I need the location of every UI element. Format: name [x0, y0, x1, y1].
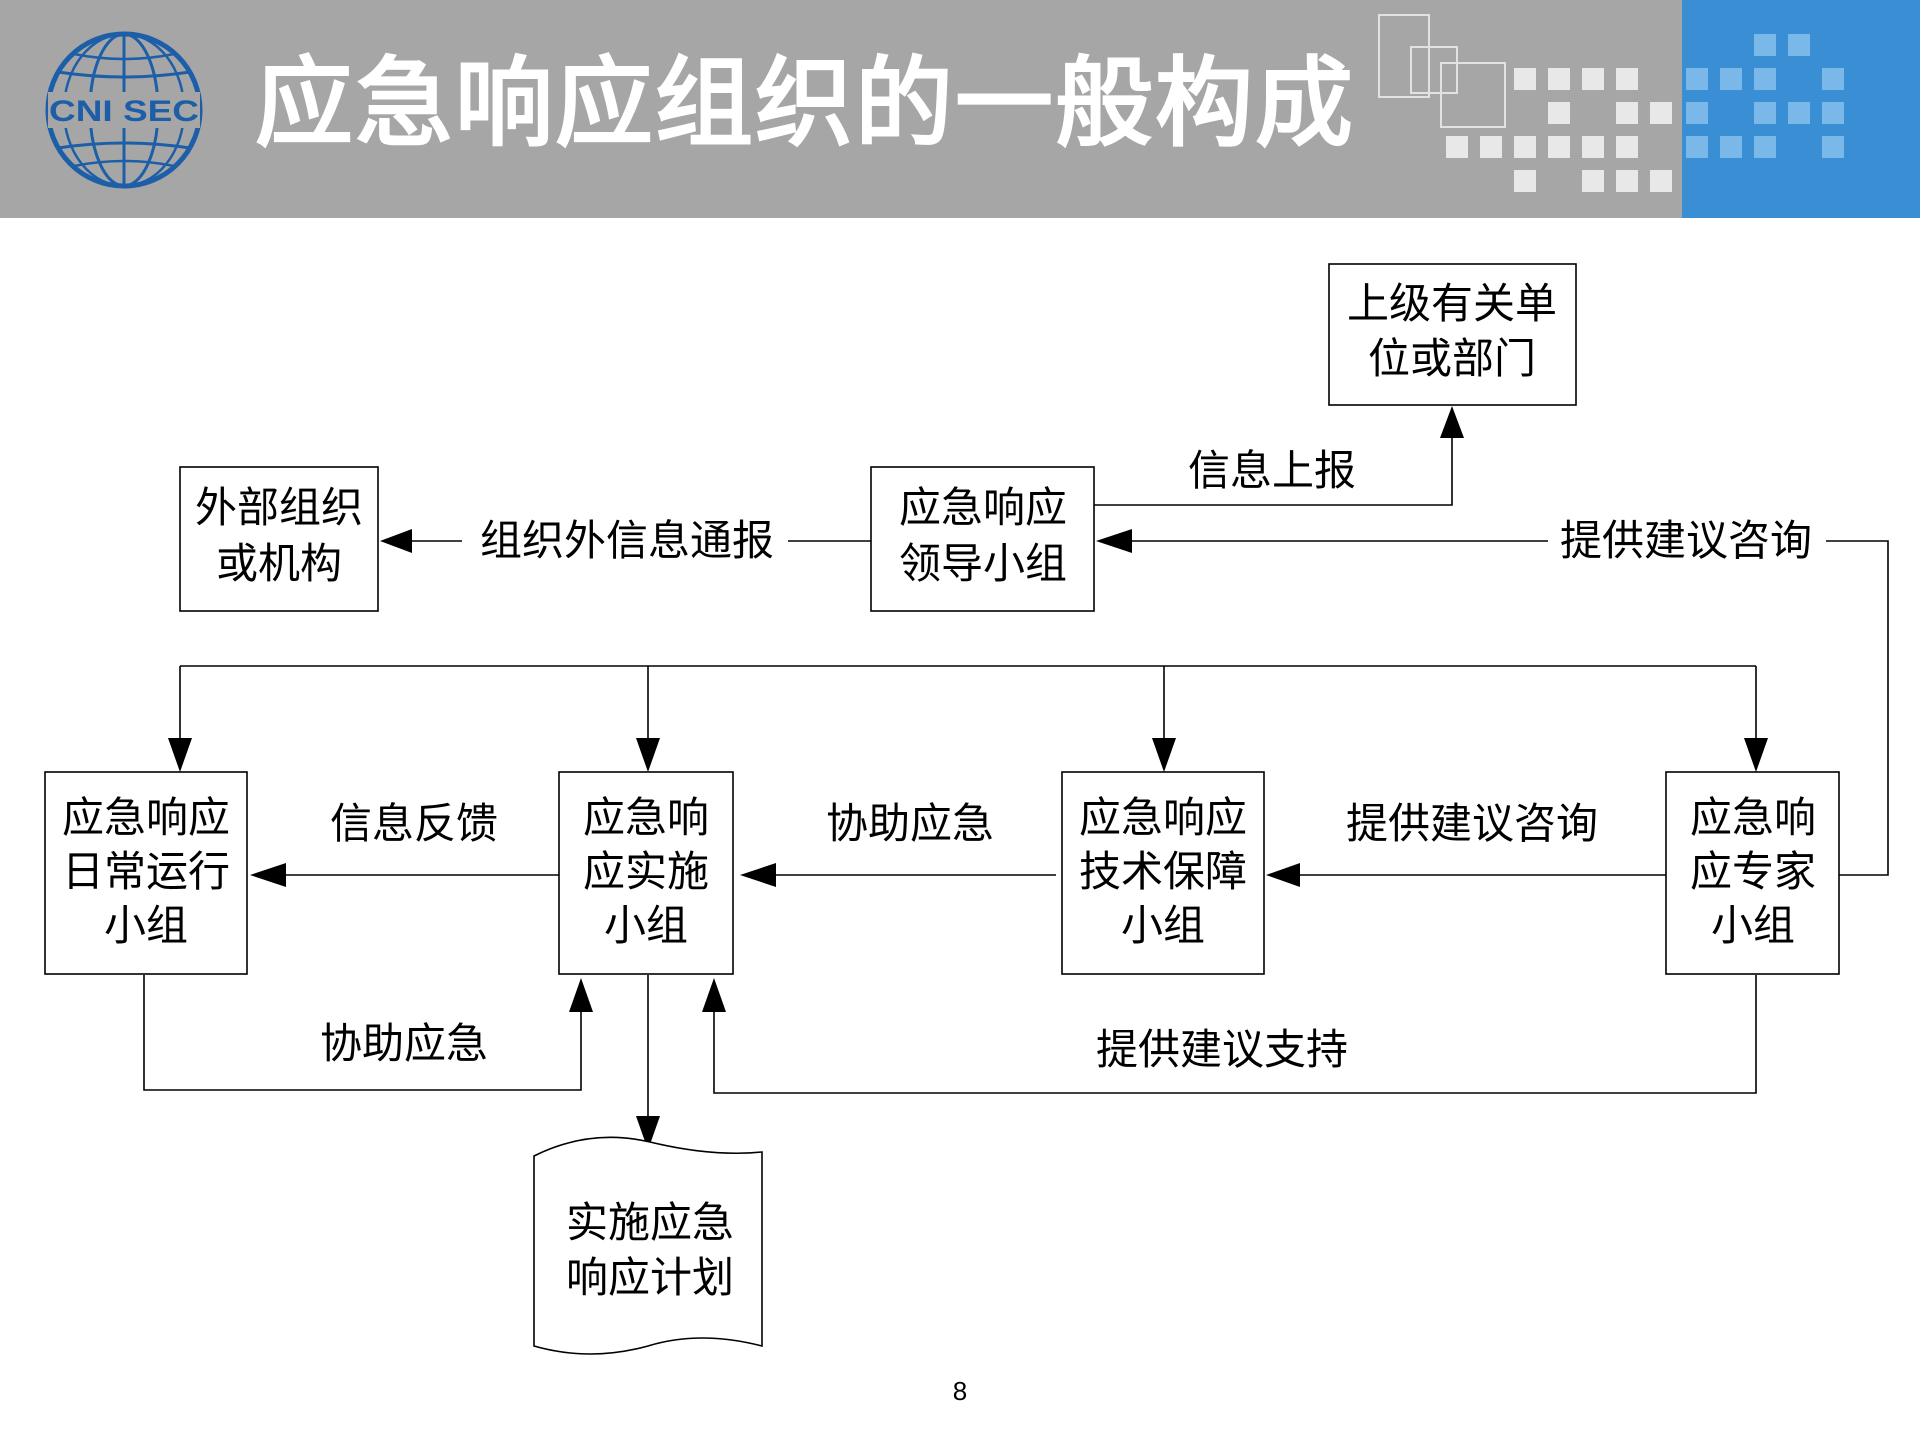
deco-square — [1582, 170, 1604, 192]
node-implement-line-2: 应实施 — [583, 847, 709, 896]
node-external-line-2: 或机构 — [216, 539, 342, 588]
edge-label-advice-tech: 提供建议咨询 — [1346, 799, 1598, 848]
arrowhead — [702, 978, 726, 1012]
node-implement-line-3: 小组 — [604, 901, 688, 950]
deco-outline-square — [1378, 14, 1430, 98]
node-tech-line-3: 小组 — [1121, 901, 1205, 950]
deco-square — [1514, 68, 1536, 90]
deco-square — [1686, 136, 1708, 158]
deco-square — [1446, 136, 1468, 158]
slide-header: CNI SEC 应急响应组织的一般构成 — [0, 0, 1920, 218]
deco-square — [1686, 102, 1708, 124]
deco-square — [1514, 170, 1536, 192]
deco-square — [1582, 136, 1604, 158]
arrowhead — [1744, 738, 1768, 772]
deco-square — [1548, 136, 1570, 158]
deco-square — [1686, 68, 1708, 90]
arrowhead — [636, 1116, 660, 1150]
deco-square — [1548, 102, 1570, 124]
arrowhead — [740, 863, 776, 887]
deco-outline-square — [1440, 62, 1506, 128]
node-expert-line-2: 应专家 — [1690, 847, 1816, 896]
deco-outline-square — [1410, 46, 1458, 94]
cni-sec-logo: CNI SEC — [45, 31, 203, 189]
node-daily-line-1: 应急响应 — [62, 793, 230, 842]
arrowhead — [569, 978, 593, 1012]
node-expert-line-3: 小组 — [1711, 901, 1795, 950]
node-leader-line-1: 应急响应 — [899, 483, 1067, 532]
node-superior: 上级有关单 位或部门 — [1328, 263, 1577, 406]
deco-square — [1754, 34, 1776, 56]
deco-square — [1754, 136, 1776, 158]
deco-square — [1720, 136, 1742, 158]
node-daily: 应急响应 日常运行 小组 — [44, 771, 248, 975]
deco-square — [1822, 102, 1844, 124]
deco-square — [1616, 68, 1638, 90]
connector-daily-assist — [143, 975, 582, 1091]
arrowhead — [380, 529, 412, 553]
edge-label-report-up: 信息上报 — [1188, 446, 1356, 495]
deco-square — [1514, 136, 1536, 158]
deco-square — [1822, 68, 1844, 90]
logo-text: CNI SEC — [49, 95, 199, 128]
arrowhead — [250, 863, 286, 887]
arrowheads — [168, 406, 1768, 1150]
node-superior-line-1: 上级有关单 — [1347, 279, 1557, 328]
arrowhead — [1096, 529, 1132, 553]
edge-label-advice-leader: 提供建议咨询 — [1560, 516, 1812, 565]
edge-label-support: 提供建议支持 — [1096, 1025, 1348, 1074]
node-superior-line-2: 位或部门 — [1368, 334, 1536, 383]
edge-label-assist-daily: 协助应急 — [320, 1019, 488, 1068]
edge-label-notify-external: 组织外信息通报 — [480, 516, 774, 565]
node-leader-line-2: 领导小组 — [899, 539, 1067, 588]
page-title: 应急响应组织的一般构成 — [255, 47, 1356, 161]
node-expert: 应急响 应专家 小组 — [1665, 771, 1840, 975]
deco-square — [1616, 136, 1638, 158]
node-daily-line-2: 日常运行 — [62, 847, 230, 896]
deco-square — [1582, 68, 1604, 90]
page-number: 8 — [952, 1376, 968, 1406]
deco-square — [1616, 102, 1638, 124]
deco-square — [1788, 34, 1810, 56]
node-tech: 应急响应 技术保障 小组 — [1061, 771, 1265, 975]
deco-square — [1720, 68, 1742, 90]
connector-report-up — [1094, 434, 1453, 506]
node-tech-line-2: 技术保障 — [1079, 847, 1247, 896]
arrowhead — [1152, 738, 1176, 772]
edge-label-assist-implement: 协助应急 — [826, 799, 994, 848]
deco-square — [1650, 102, 1672, 124]
deco-square — [1754, 102, 1776, 124]
deco-square — [1754, 68, 1776, 90]
deco-square — [1788, 102, 1810, 124]
node-external: 外部组织 或机构 — [179, 466, 379, 612]
node-leader: 应急响应 领导小组 — [870, 466, 1095, 612]
arrowhead — [168, 738, 192, 772]
edge-label-feedback: 信息反馈 — [330, 799, 498, 848]
node-tech-line-1: 应急响应 — [1079, 793, 1247, 842]
arrowhead — [1266, 863, 1300, 887]
deco-square — [1616, 170, 1638, 192]
deco-square — [1548, 68, 1570, 90]
connector-expert-support — [713, 975, 1757, 1094]
node-external-line-1: 外部组织 — [195, 483, 363, 532]
deco-square — [1480, 136, 1502, 158]
node-plan-document: 实施应急 响应计划 — [533, 1136, 763, 1355]
deco-square — [1822, 136, 1844, 158]
node-daily-line-3: 小组 — [104, 901, 188, 950]
connector-expert-to-leader — [1132, 540, 1889, 876]
deco-square — [1650, 170, 1672, 192]
node-expert-line-1: 应急响 — [1690, 793, 1816, 842]
connector-lines — [143, 434, 1889, 1118]
arrowhead — [636, 738, 660, 772]
node-plan-line-1: 实施应急 — [566, 1198, 734, 1247]
node-plan-line-2: 响应计划 — [566, 1253, 734, 1302]
arrowhead — [1440, 406, 1464, 438]
node-implement: 应急响 应实施 小组 — [558, 771, 734, 975]
node-implement-line-1: 应急响 — [583, 793, 709, 842]
